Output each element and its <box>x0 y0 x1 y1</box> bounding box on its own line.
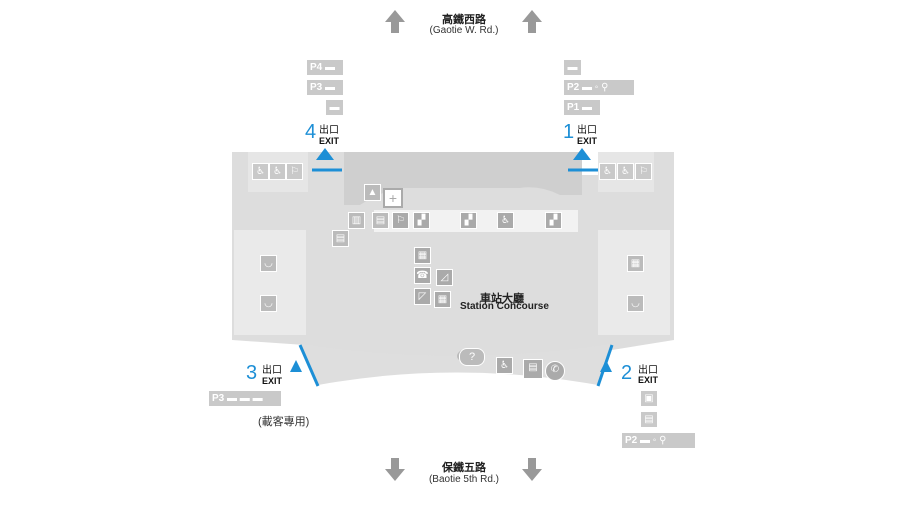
south-road-name: 保鐵五路 <box>442 462 486 474</box>
information-icon[interactable]: ? <box>459 348 485 366</box>
gift-shop-icon: ▦ <box>414 247 431 264</box>
exit-4-label-en: EXIT <box>319 136 340 146</box>
arrow-down-icon <box>523 458 543 482</box>
north-road-name-en: (Gaotie W. Rd.) <box>429 25 499 36</box>
north-road-name: 高鐵西路 <box>442 14 486 26</box>
restroom-icon: ♿ <box>497 212 514 229</box>
restroom-icon: ♿ <box>252 163 269 180</box>
p4-car-parking: P4 ▬ <box>307 60 343 75</box>
p3-parking: P3 ▬ ▬ ▬ <box>209 391 281 406</box>
taxi-icon: ▬ <box>564 60 581 75</box>
taxi-icon: ▬ <box>326 100 343 115</box>
telephone-icon: ☎ <box>414 267 431 284</box>
restaurant-icon: ◡ <box>627 295 644 312</box>
arrow-up-icon <box>523 10 543 34</box>
restaurant-icon: ◡ <box>260 295 277 312</box>
nursing-room-icon: ⚐ <box>286 163 303 180</box>
ticket-machine-icon: ▤ <box>332 230 349 247</box>
concourse-name-en: Station Concourse <box>460 301 549 312</box>
p2-parking: P2 ▬ ◦ ⚲ <box>622 433 695 448</box>
gift-shop-icon: ▦ <box>434 291 451 308</box>
gift-shop-icon: ▦ <box>627 255 644 272</box>
taxi-icon: ▤ <box>641 412 657 427</box>
ticket-machine-icon: ▤ <box>372 212 389 229</box>
nursing-room-icon: ⚐ <box>635 163 652 180</box>
exit-2-label-en: EXIT <box>638 375 659 385</box>
service-icon: ⚐ <box>392 212 409 229</box>
p3-car-parking: P3 ▬ <box>307 80 343 95</box>
escalator-icon: ◿ <box>436 269 453 286</box>
escalator-icon: ◸ <box>414 288 431 305</box>
exit-3-label: 出口 <box>262 365 282 376</box>
exit-4-number: 4 <box>305 121 317 143</box>
restaurant-icon: ◡ <box>260 255 277 272</box>
restroom-icon: ♿ <box>599 163 616 180</box>
ticket-machine-icon: ▥ <box>348 212 365 229</box>
restroom-icon: ♿ <box>496 357 513 374</box>
ticket-gate-icon: ▞ <box>460 212 477 229</box>
ticket-machine-icon: ▤ <box>523 359 543 379</box>
exit-1-number: 1 <box>563 121 575 143</box>
exit-1-label-en: EXIT <box>577 136 598 146</box>
bus-icon: ▣ <box>641 391 657 406</box>
exit-3-note: (載客專用) <box>258 416 310 428</box>
south-road-name-en: (Baotie 5th Rd.) <box>428 474 500 485</box>
p1-car-parking: P1 ▬ <box>564 100 600 115</box>
exit-3-number: 3 <box>246 362 258 384</box>
concourse-name: 車站大廳 <box>480 293 524 305</box>
exit-2-label: 出口 <box>638 365 658 376</box>
ticket-gate-icon: ▞ <box>413 212 430 229</box>
p2-parking: P2 ▬ ◦ ⚲ <box>564 80 634 95</box>
service-counter-icon: ✆ <box>545 361 565 381</box>
wheelchair-icon: ♿ <box>617 163 634 180</box>
exit-3-label-en: EXIT <box>262 376 283 386</box>
exit-4-label: 出口 <box>319 125 339 136</box>
ticket-gate-icon: ▞ <box>545 212 562 229</box>
arrow-up-icon <box>386 10 406 34</box>
exit-2-number: 2 <box>621 362 633 384</box>
exit-1-label: 出口 <box>577 125 597 136</box>
arrow-down-icon <box>386 458 406 482</box>
ticket-gate-icon: ▲ <box>364 184 381 201</box>
first-aid-icon: + <box>383 188 403 208</box>
wheelchair-icon: ♿ <box>269 163 286 180</box>
